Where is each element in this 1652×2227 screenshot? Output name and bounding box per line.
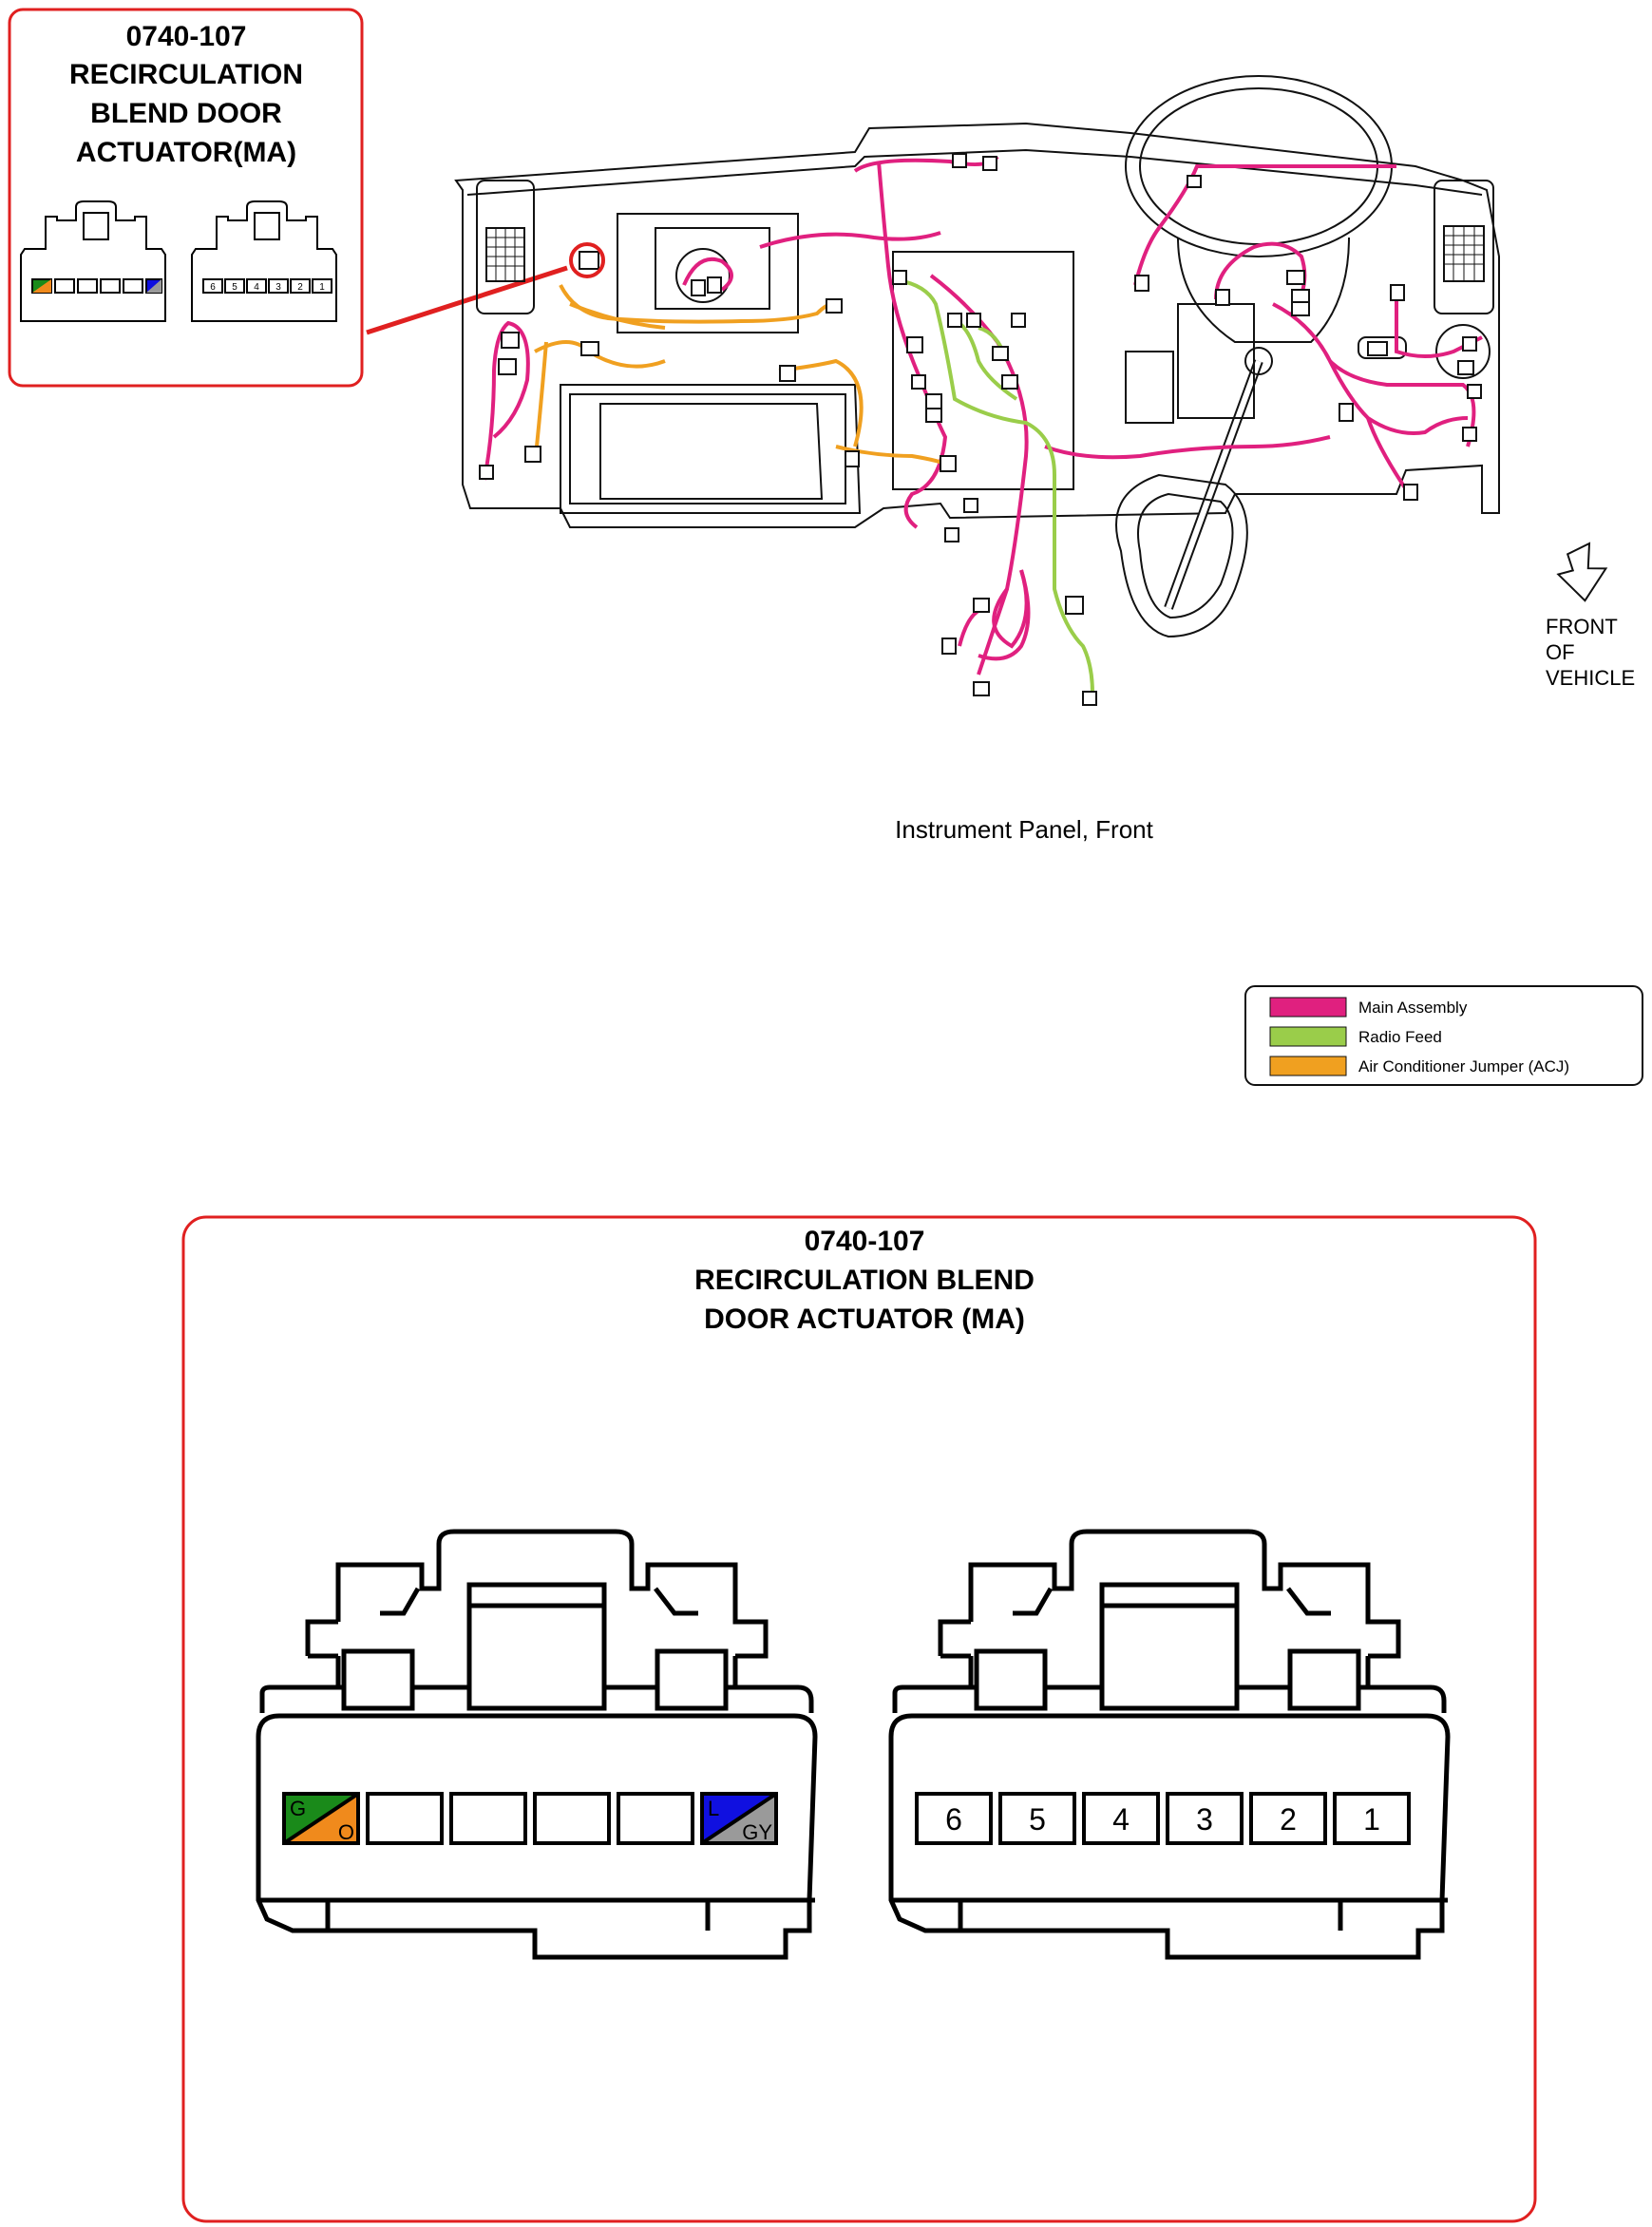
inset-callout: 0740-107 RECIRCULATION BLEND DOOR ACTUAT… — [8, 8, 568, 388]
wire-cavity — [533, 1792, 611, 1845]
front-label-line3: VEHICLE — [1546, 666, 1635, 690]
wire-cavity: L GY — [700, 1792, 778, 1845]
inset-pin-number: 6 — [210, 282, 216, 293]
callout-leader-line — [366, 265, 568, 335]
legend-swatch — [1269, 1026, 1347, 1047]
inset-pin-cavity — [290, 278, 311, 294]
legend-swatch — [1269, 1056, 1347, 1076]
inset-pin-cavity — [224, 278, 245, 294]
pin-number: 1 — [1363, 1802, 1380, 1837]
inset-pin-number: 5 — [232, 282, 237, 293]
pin-number: 4 — [1112, 1802, 1130, 1837]
connector-pin-side — [888, 1529, 1451, 1960]
harness-main-assembly — [483, 155, 1483, 676]
detail-code: 0740-107 — [805, 1226, 925, 1257]
inset-pin-cavity — [268, 278, 289, 294]
location-marker — [569, 242, 605, 278]
detail-title-line1: RECIRCULATION BLEND — [694, 1265, 1035, 1296]
legend-label: Main Assembly — [1358, 999, 1468, 1017]
inset-connector-wire-side — [20, 200, 166, 322]
front-label-line1: FRONT — [1546, 615, 1618, 638]
inset-code: 0740-107 — [126, 21, 247, 52]
wire-color-bottom: GY — [742, 1820, 772, 1844]
pin-cavity: 5 — [998, 1792, 1076, 1845]
inset-pin-number: 1 — [319, 282, 325, 293]
inset-title-line3: ACTUATOR(MA) — [76, 137, 296, 168]
wire-cavity — [366, 1792, 444, 1845]
wire-color-top: G — [290, 1797, 306, 1820]
wire-color-top: L — [708, 1797, 719, 1820]
wire-cavity — [617, 1792, 694, 1845]
pin-side-cavities: 6 5 4 3 2 1 — [915, 1792, 1411, 1845]
pin-cavity: 6 — [915, 1792, 993, 1845]
pin-number: 6 — [945, 1802, 962, 1837]
pin-cavity: 4 — [1082, 1792, 1160, 1845]
pin-cavity: 2 — [1249, 1792, 1327, 1845]
wire-cavity: GO — [282, 1792, 360, 1845]
wire-cavity — [449, 1792, 527, 1845]
instrument-panel-drawing — [454, 75, 1500, 638]
inset-title-line1: RECIRCULATION — [69, 59, 303, 90]
inset-pin-number: 2 — [297, 282, 303, 293]
inset-pin-cavity — [246, 278, 267, 294]
detail-title-line2: DOOR ACTUATOR (MA) — [704, 1304, 1025, 1335]
pin-number: 3 — [1196, 1802, 1213, 1837]
pin-cavity: 3 — [1166, 1792, 1244, 1845]
harness-connectors — [479, 153, 1482, 706]
front-label-line2: OF — [1546, 640, 1575, 664]
legend-label: Air Conditioner Jumper (ACJ) — [1358, 1057, 1569, 1075]
legend-label: Radio Feed — [1358, 1028, 1442, 1046]
wire-color-bottom: O — [338, 1820, 354, 1844]
front-of-vehicle-arrow-icon — [1556, 542, 1608, 602]
inset-pin-number: 4 — [254, 282, 259, 293]
detail-callout: 0740-107 RECIRCULATION BLEND DOOR ACTUAT… — [181, 1215, 1537, 2223]
diagram-caption: Instrument Panel, Front — [895, 815, 1153, 844]
legend-swatch — [1269, 997, 1347, 1018]
pin-number: 2 — [1280, 1802, 1297, 1837]
pin-cavity: 1 — [1333, 1792, 1411, 1845]
inset-pin-number: 3 — [275, 282, 281, 293]
connector-wire-side — [256, 1529, 818, 1960]
pin-number: 5 — [1029, 1802, 1046, 1837]
inset-connector-pin-side: 6 5 4 3 2 1 — [191, 200, 337, 322]
inset-title-line2: BLEND DOOR — [90, 98, 282, 129]
harness-acj — [534, 284, 951, 467]
inset-pin-cavity — [202, 278, 223, 294]
inset-pin-cavity — [312, 278, 332, 294]
